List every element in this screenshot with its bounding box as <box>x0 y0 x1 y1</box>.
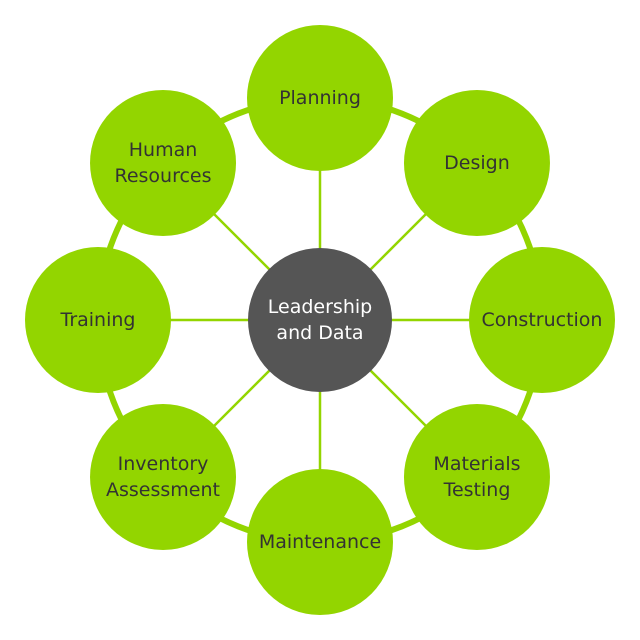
node-label: Human <box>129 139 198 161</box>
node-circle <box>403 403 550 550</box>
node-label: Construction <box>482 309 603 331</box>
node-label: Materials <box>433 453 520 475</box>
node-planning: Planning <box>247 25 393 171</box>
node-training: Training <box>25 247 171 393</box>
center-circle <box>248 248 392 392</box>
node-maintenance: Maintenance <box>247 469 393 615</box>
node-label: Training <box>60 309 136 331</box>
node-circle <box>247 25 393 171</box>
node-circle <box>247 469 393 615</box>
node-design: Design <box>403 90 550 237</box>
node-construction: Construction <box>469 247 615 393</box>
node-circle <box>469 247 615 393</box>
node-circle <box>90 90 237 237</box>
node-circle <box>25 247 171 393</box>
node-label: Planning <box>279 87 361 109</box>
node-label: Maintenance <box>259 531 381 553</box>
node-label: Inventory <box>118 453 209 475</box>
node-circle <box>90 403 237 550</box>
node-label: Design <box>444 152 510 174</box>
node-circle <box>403 90 550 237</box>
node-label: Assessment <box>106 479 220 501</box>
center-label: and Data <box>276 322 363 344</box>
node-label: Resources <box>114 165 211 187</box>
center-label: Leadership <box>268 296 372 318</box>
node-label: Testing <box>443 479 511 501</box>
